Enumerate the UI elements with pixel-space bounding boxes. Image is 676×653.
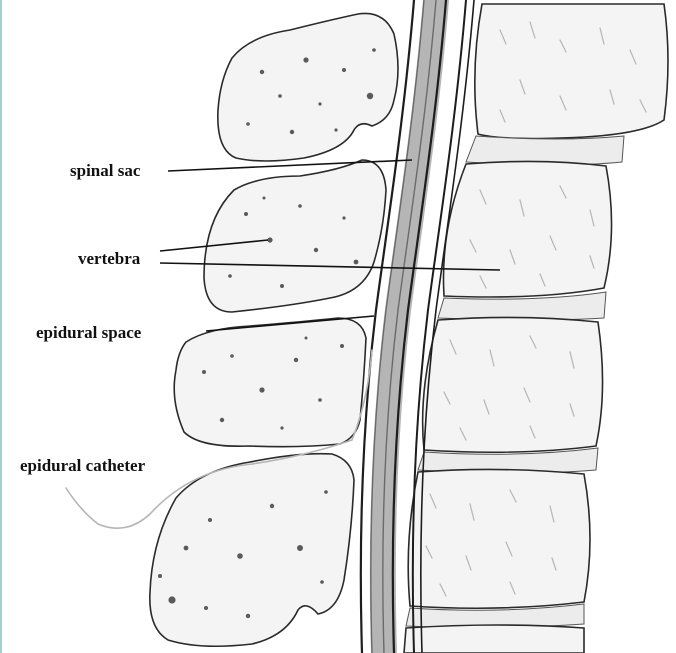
label-vertebra: vertebra (78, 250, 140, 267)
spinous-process-4 (150, 454, 354, 647)
label-epidural-space: epidural space (36, 324, 141, 341)
intervertebral-disc-1 (466, 136, 624, 165)
label-spinal-sac: spinal sac (70, 162, 140, 179)
vertebral-body-2 (443, 161, 611, 297)
vertebral-body-4 (408, 469, 590, 608)
vertebral-body-5 (404, 625, 584, 653)
spinous-process-1 (218, 13, 398, 161)
vertebral-bodies (404, 4, 668, 653)
label-epidural-catheter: epidural catheter (20, 457, 145, 474)
vertebral-body-3 (423, 317, 603, 452)
spinous-process-2 (204, 160, 386, 312)
spinous-process-3 (174, 318, 366, 447)
